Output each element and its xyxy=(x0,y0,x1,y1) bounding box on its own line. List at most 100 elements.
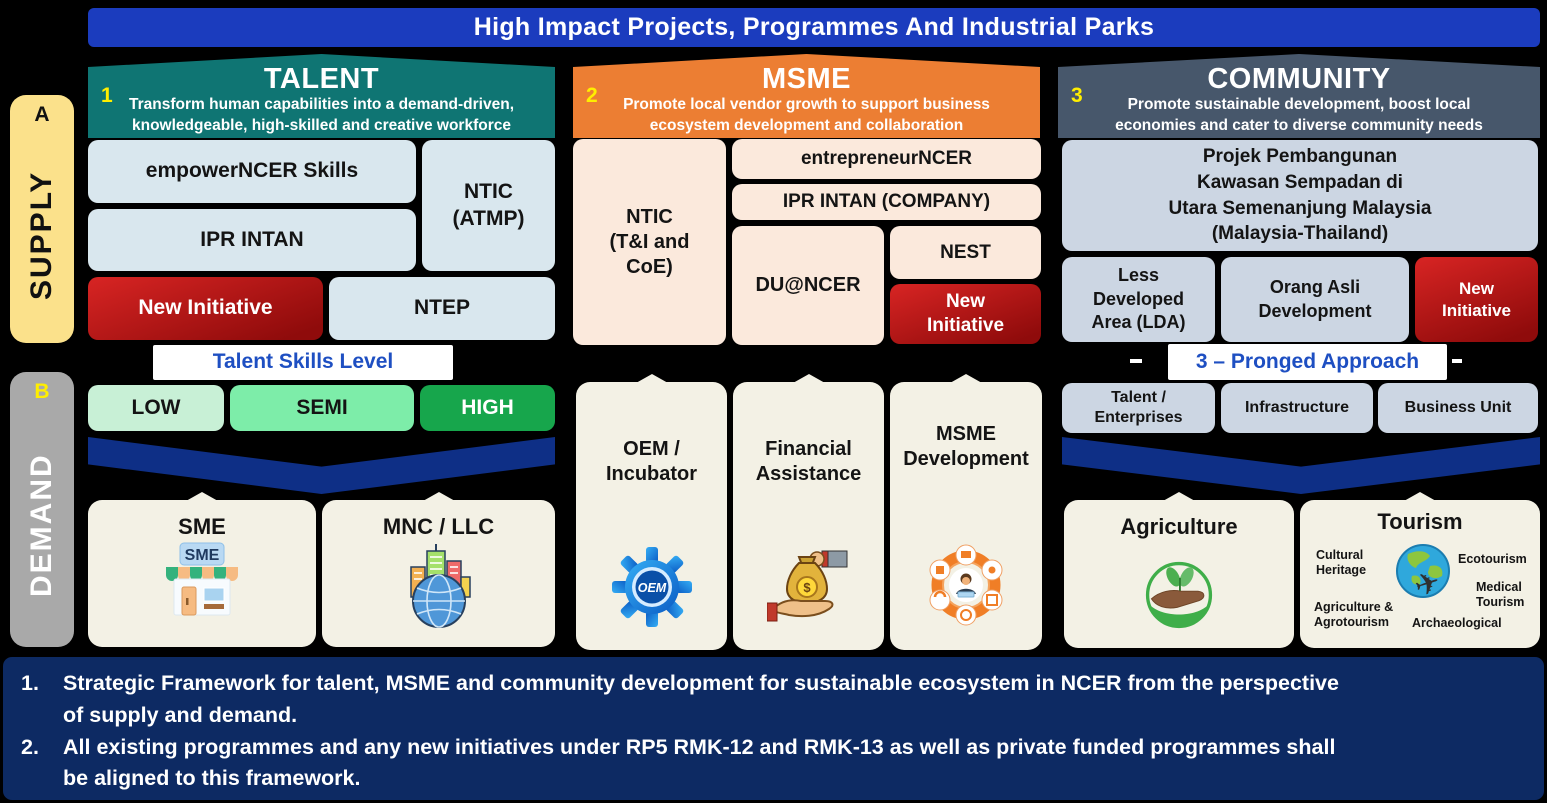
talent-skills-level-label: Talent Skills Level xyxy=(153,345,453,380)
talent-header: 1 TALENT Transform human capabilities in… xyxy=(88,54,555,138)
community-number: 3 xyxy=(1071,84,1083,107)
mnc-llc-box: MNC / LLC xyxy=(322,500,555,647)
awning xyxy=(166,566,238,581)
financial-assistance-icon: $ xyxy=(766,543,851,632)
demand-label: DEMAND xyxy=(25,453,58,598)
ecotourism-label: Ecotourism xyxy=(1458,552,1527,566)
footnote-1-text: Strategic Framework for talent, MSME and… xyxy=(63,671,1339,727)
oem-gear-icon: OEM xyxy=(611,547,692,632)
agriculture-hand-icon xyxy=(1139,555,1219,640)
footnote-2-number: 2. xyxy=(21,734,39,759)
ipr-intan-label: IPR INTAN xyxy=(200,227,304,251)
sme-title: SME xyxy=(178,514,226,539)
msme-header: 2 MSME Promote local vendor growth to su… xyxy=(573,54,1040,138)
footnote-1: 1. Strategic Framework for talent, MSME … xyxy=(3,668,1544,732)
prong-infrastructure-label: Infrastructure xyxy=(1244,399,1350,416)
community-flow-chevron xyxy=(1062,437,1540,494)
oem-incubator-box: OEM / Incubator xyxy=(576,382,727,650)
community-new-initiative-label: New Initiative xyxy=(1442,279,1511,320)
ntic-atmp-label: NTIC (ATMP) xyxy=(452,180,525,230)
footnote-2: 2. All existing programmes and any new i… xyxy=(3,732,1544,796)
footnote-2-text: All existing programmes and any new init… xyxy=(63,734,1336,791)
talent-new-initiative-label: New Initiative xyxy=(138,296,273,320)
mnc-llc-title: MNC / LLC xyxy=(382,514,495,539)
oem-gear-text: OEM xyxy=(637,581,666,595)
ipr-intan-company-label: IPR INTAN (COMPANY) xyxy=(782,191,991,213)
lda-label: Less Developed Area (LDA) xyxy=(1091,265,1186,333)
agro-tourism-label: Agriculture & Agrotourism xyxy=(1314,600,1394,629)
du-ncer-label: DU@NCER xyxy=(755,274,861,296)
globe-buildings-icon xyxy=(396,541,482,636)
pronged-approach-text: 3 – Pronged Approach xyxy=(1195,349,1420,373)
high-label: HIGH xyxy=(461,395,514,419)
skill-level-low: LOW xyxy=(88,385,224,431)
talent-new-initiative-box: New Initiative xyxy=(88,277,323,340)
skill-level-high: HIGH xyxy=(420,385,555,431)
coin-dollar-text: $ xyxy=(803,580,811,595)
banner-text: High Impact Projects, Programmes And Ind… xyxy=(473,13,1155,41)
orang-asli-label: Orang Asli Development xyxy=(1258,277,1372,321)
medical-tourism-label: Medical Tourism xyxy=(1476,580,1525,609)
sme-sign-text: SME xyxy=(185,547,220,564)
pronged-approach-label: 3 – Pronged Approach xyxy=(1168,344,1447,380)
oem-incubator-title: OEM / Incubator xyxy=(605,438,698,485)
prong-infrastructure: Infrastructure xyxy=(1221,383,1373,433)
community-subtitle: Promote sustainable development, boost l… xyxy=(1115,96,1483,134)
talent-title: TALENT xyxy=(263,63,380,95)
empowerncer-skills-label: empowerNCER Skills xyxy=(145,159,359,183)
ntic-atmp-box: NTIC (ATMP) xyxy=(422,140,555,271)
supply-label: SUPPLY xyxy=(25,170,58,300)
ntep-box: NTEP xyxy=(329,277,555,340)
ntic-tni-coe-box: NTIC (T&I and CoE) xyxy=(573,139,726,345)
footnote-1-number: 1. xyxy=(21,671,39,695)
talent-number: 1 xyxy=(101,84,113,107)
agriculture-title: Agriculture xyxy=(1120,514,1238,539)
community-header: 3 COMMUNITY Promote sustainable developm… xyxy=(1058,54,1540,138)
projek-pembangunan-box: Projek Pembangunan Kawasan Sempadan di U… xyxy=(1062,140,1538,251)
prong-talent-enterprises-label: Talent / Enterprises xyxy=(1094,389,1183,426)
tourism-title: Tourism xyxy=(1377,509,1463,534)
prong-business-unit: Business Unit xyxy=(1378,383,1538,433)
banner-title: High Impact Projects, Programmes And Ind… xyxy=(88,8,1540,47)
entrepreneurncer-box: entrepreneurNCER xyxy=(732,139,1041,179)
archaeological-label: Archaeological xyxy=(1412,616,1502,630)
supply-letter: A xyxy=(34,103,50,126)
prong-business-unit-label: Business Unit xyxy=(1404,399,1512,416)
ipr-intan-company-box: IPR INTAN (COMPANY) xyxy=(732,184,1041,220)
ntep-label: NTEP xyxy=(413,296,470,320)
tourism-box: Tourism Cultural Heritage Ecotourism Med… xyxy=(1300,500,1540,648)
demand-sidebar: B DEMAND xyxy=(10,372,74,647)
msme-new-initiative-box: New Initiative xyxy=(890,284,1041,344)
financial-assistance-title: Financial Assistance xyxy=(755,438,862,485)
tourism-globe-icon: ✈ xyxy=(1390,540,1456,615)
skill-level-semi: SEMI xyxy=(230,385,414,431)
ntic-tni-coe-label: NTIC (T&I and CoE) xyxy=(609,205,690,278)
low-label: LOW xyxy=(131,395,181,419)
footnotes-panel: 1. Strategic Framework for talent, MSME … xyxy=(3,657,1544,800)
msme-new-initiative-label: New Initiative xyxy=(926,291,1005,336)
dash-left xyxy=(1130,359,1142,363)
msme-development-title: MSME Development xyxy=(903,423,1029,470)
prong-talent-enterprises: Talent / Enterprises xyxy=(1062,383,1215,433)
msme-number: 2 xyxy=(586,84,598,107)
ipr-intan-box: IPR INTAN xyxy=(88,209,416,271)
community-new-initiative-box: New Initiative xyxy=(1415,257,1538,342)
msme-development-box: MSME Development xyxy=(890,382,1042,650)
dash-right xyxy=(1452,359,1462,363)
supply-sidebar: A SUPPLY xyxy=(10,95,74,343)
du-ncer-box: DU@NCER xyxy=(732,226,884,345)
agriculture-box: Agriculture xyxy=(1064,500,1294,648)
lda-box: Less Developed Area (LDA) xyxy=(1062,257,1215,342)
demand-letter: B xyxy=(34,380,50,403)
msme-development-icon xyxy=(924,543,1008,632)
talent-skills-level-text: Talent Skills Level xyxy=(212,350,394,374)
msme-subtitle: Promote local vendor growth to support b… xyxy=(623,96,990,134)
talent-flow-chevron xyxy=(88,437,555,494)
entrepreneurncer-label: entrepreneurNCER xyxy=(800,148,973,170)
empowerncer-skills-box: empowerNCER Skills xyxy=(88,140,416,203)
community-title: COMMUNITY xyxy=(1207,63,1391,95)
sme-store-icon: SME xyxy=(160,541,244,642)
nest-box: NEST xyxy=(890,226,1041,279)
cultural-heritage-label: Cultural Heritage xyxy=(1316,548,1367,577)
